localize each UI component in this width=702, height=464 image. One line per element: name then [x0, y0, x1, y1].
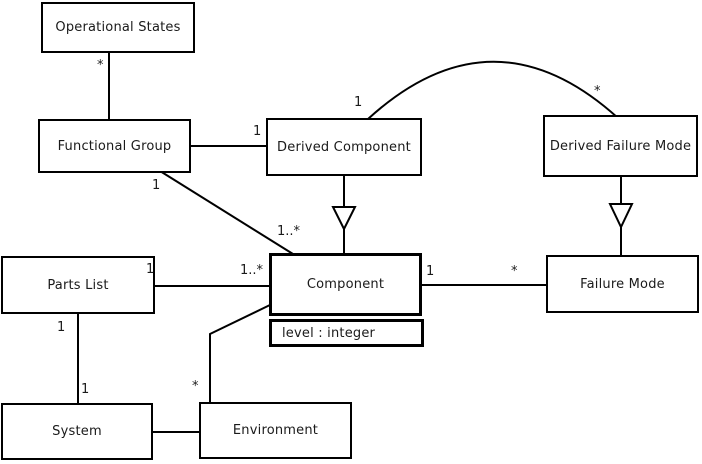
- multiplicity-partslist-comp-target: 1..*: [240, 263, 264, 278]
- class-name: Failure Mode: [580, 276, 665, 292]
- class-derived-failure-mode[interactable]: Derived Failure Mode: [543, 115, 698, 177]
- generalization-derived-component-component: [331, 174, 357, 255]
- class-name: Environment: [232, 423, 319, 438]
- multiplicity-fg-derivedcomp: 1: [253, 124, 262, 139]
- multiplicity-comp-fm-target: *: [511, 264, 518, 279]
- generalization-triangle-icon: [331, 206, 357, 232]
- class-functional-group[interactable]: Functional Group: [38, 119, 191, 173]
- assoc-functional-group-component: [159, 170, 294, 255]
- class-component[interactable]: Component: [269, 253, 422, 316]
- class-name: Operational States: [55, 20, 181, 35]
- generalization-derived-failure-mode-failure-mode: [608, 175, 634, 257]
- multiplicity-fg-comp-target: 1..*: [277, 224, 301, 239]
- multiplicity-partslist-comp-source: 1: [146, 262, 155, 277]
- multiplicity-fg-comp-source: 1: [152, 178, 161, 193]
- class-environment[interactable]: Environment: [199, 402, 352, 459]
- class-failure-mode[interactable]: Failure Mode: [546, 255, 699, 313]
- multiplicity-derivedcomp-dfm-right: *: [594, 84, 601, 99]
- class-name: Component: [306, 277, 385, 292]
- class-name: System: [52, 424, 102, 439]
- class-component-attributes[interactable]: level : integer: [269, 319, 424, 347]
- multiplicity-partslist-system-source: 1: [57, 320, 66, 335]
- class-name: Functional Group: [57, 138, 172, 154]
- assoc-environment-component: [209, 303, 273, 404]
- class-system[interactable]: System: [1, 403, 153, 460]
- class-operational-states[interactable]: Operational States: [41, 2, 195, 53]
- class-parts-list[interactable]: Parts List: [1, 256, 155, 314]
- class-name: Derived Component: [277, 139, 411, 155]
- attribute-label: level : integer: [282, 325, 376, 341]
- class-name: Derived Failure Mode: [549, 138, 692, 154]
- multiplicity-partslist-system-target: 1: [81, 382, 90, 397]
- multiplicity-derivedcomp-dfm-left: 1: [354, 95, 363, 110]
- class-name: Parts List: [47, 277, 109, 293]
- multiplicity-env-comp: *: [192, 379, 199, 394]
- assoc-derived-component-derived-failure-mode: [367, 60, 619, 120]
- class-derived-component[interactable]: Derived Component: [266, 118, 422, 176]
- multiplicity-opstates-fg: *: [97, 58, 104, 73]
- generalization-triangle-icon: [608, 203, 634, 230]
- multiplicity-comp-fm-source: 1: [426, 264, 435, 279]
